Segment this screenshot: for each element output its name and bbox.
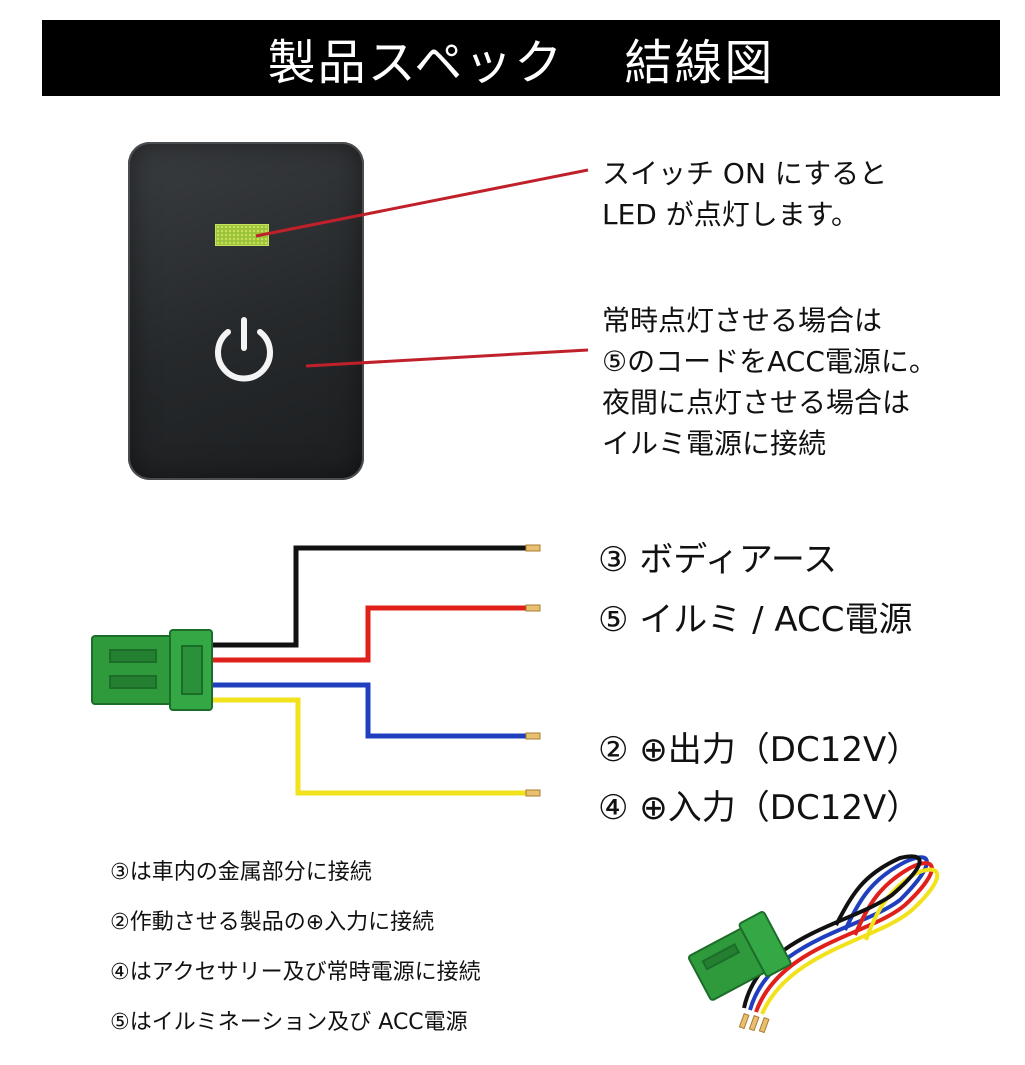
header-bar: 製品スペック 結線図 (42, 20, 1000, 96)
harness-tips (738, 1013, 770, 1034)
led-note-line-2: LED が点灯します。 (602, 198, 859, 231)
harness-photo (742, 854, 940, 1015)
led-note: スイッチ ON にすると LED が点灯します。 (602, 153, 887, 235)
wire-label-body-earth: ③ ボディアース (598, 540, 838, 580)
power-note-line-2: ⑤のコードをACC電源に。 (602, 345, 937, 378)
power-note: 常時点灯させる場合は ⑤のコードをACC電源に。 夜間に点灯させる場合は イルミ… (602, 300, 937, 464)
wire-yellow (212, 697, 528, 796)
power-note-line-3: 夜間に点灯させる場合は (602, 386, 911, 419)
wire-red (212, 605, 528, 663)
wire-label-illumi-acc: ⑤ イルミ / ACC電源 (598, 600, 913, 640)
led-indicator (215, 224, 269, 246)
wire-tip-red (525, 604, 541, 612)
wire-tip-yellow (525, 789, 541, 797)
wire-blue (212, 682, 528, 739)
wire-label-input: ④ ⊕入力（DC12V） (598, 788, 921, 828)
power-leader-line (305, 348, 589, 368)
led-note-line-1: スイッチ ON にすると (602, 157, 888, 190)
wire-label-output: ② ⊕出力（DC12V） (598, 730, 921, 770)
wire-black (212, 545, 528, 648)
legend-item-illumi: ⑤はイルミネーション及び ACC電源 (110, 1010, 468, 1035)
switch-panel (128, 142, 364, 480)
power-note-line-1: 常時点灯させる場合は (602, 304, 883, 337)
legend-item-input: ④はアクセサリー及び常時電源に接続 (110, 960, 481, 985)
wire-tip-black (525, 544, 541, 552)
legend-item-earth: ③は車内の金属部分に接続 (110, 860, 372, 885)
header-title-spec: 製品スペック (267, 35, 565, 91)
power-icon (215, 317, 273, 382)
harness-connector (688, 911, 792, 1001)
wire-tip-blue (525, 732, 541, 740)
legend-item-output: ②作動させる製品の⊕入力に接続 (110, 910, 435, 935)
connector (91, 629, 213, 711)
header-title-wiring: 結線図 (624, 35, 775, 91)
power-note-line-4: イルミ電源に接続 (602, 427, 827, 460)
led-leader-line (255, 168, 589, 238)
